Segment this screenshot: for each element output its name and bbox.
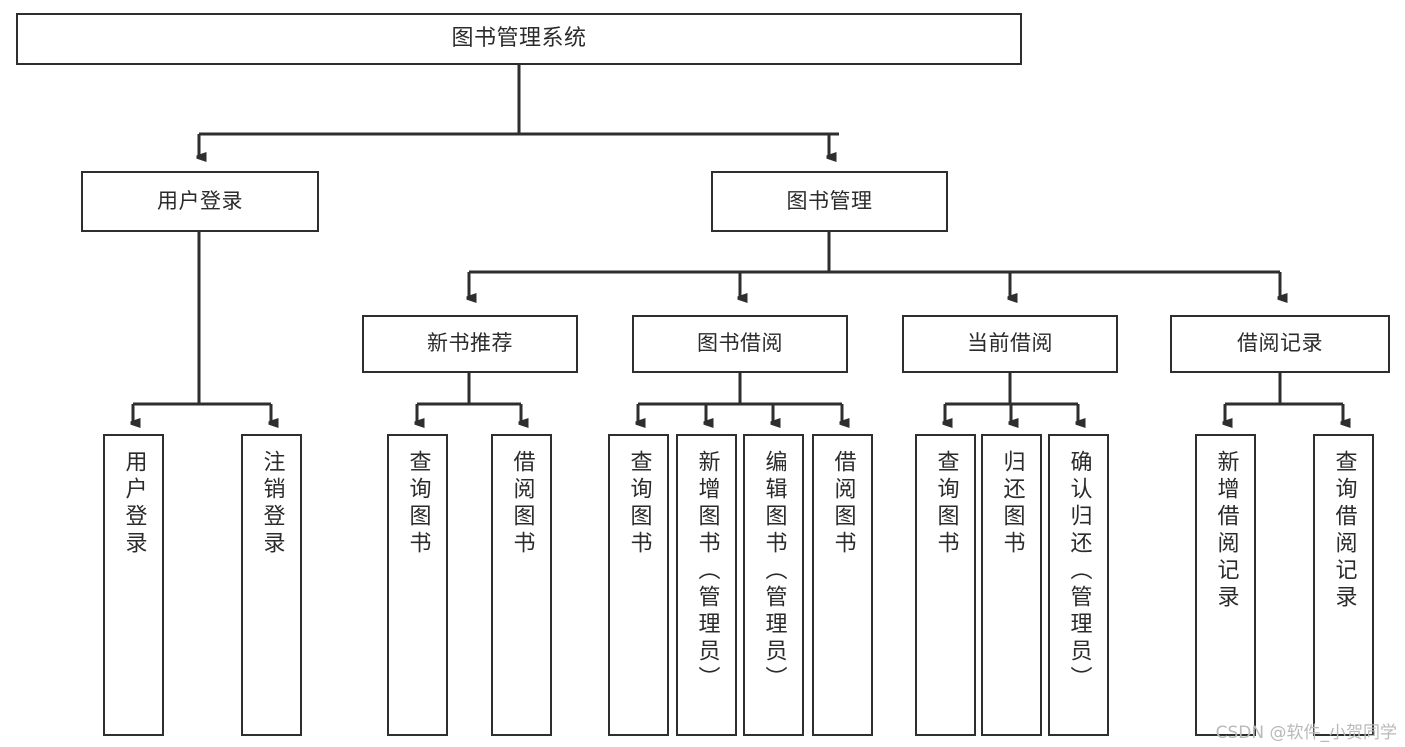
node-label: 当前借阅 bbox=[967, 331, 1053, 356]
node-label: 查询借阅记录 bbox=[1331, 450, 1357, 612]
node-label: 归还图书 bbox=[999, 450, 1025, 558]
leaf-query-book-borrow[interactable]: 查询图书 bbox=[608, 434, 669, 736]
node-label: 查询图书 bbox=[933, 450, 959, 558]
node-label: 编辑图书（管理员） bbox=[761, 450, 787, 693]
node-label: 借阅图书 bbox=[830, 450, 856, 558]
leaf-query-book-recommend[interactable]: 查询图书 bbox=[387, 434, 448, 736]
csdn-watermark: CSDN @软件_小贺同学 bbox=[1215, 723, 1397, 743]
leaf-edit-book[interactable]: 编辑图书（管理员） bbox=[743, 434, 804, 736]
node-label: 用户登录 bbox=[157, 188, 243, 213]
node-label: 图书管理系统 bbox=[451, 25, 587, 51]
node-book-management[interactable]: 图书管理 bbox=[711, 171, 948, 232]
leaf-logout-login[interactable]: 注销登录 bbox=[241, 434, 302, 736]
leaf-add-book[interactable]: 新增图书（管理员） bbox=[676, 434, 737, 736]
leaf-confirm-return[interactable]: 确认归还（管理员） bbox=[1048, 434, 1109, 736]
leaf-return-book[interactable]: 归还图书 bbox=[981, 434, 1042, 736]
node-label: 借阅记录 bbox=[1237, 331, 1323, 356]
node-label: 图书借阅 bbox=[697, 331, 783, 356]
node-book-borrow[interactable]: 图书借阅 bbox=[632, 315, 848, 373]
node-label: 新增借阅记录 bbox=[1213, 450, 1239, 612]
node-root-book-management-system[interactable]: 图书管理系统 bbox=[16, 13, 1022, 65]
leaf-borrow-book-recommend[interactable]: 借阅图书 bbox=[491, 434, 552, 736]
node-label: 图书管理 bbox=[786, 188, 873, 213]
leaf-borrow-book[interactable]: 借阅图书 bbox=[812, 434, 873, 736]
node-label: 查询图书 bbox=[405, 450, 431, 558]
leaf-add-borrow-record[interactable]: 新增借阅记录 bbox=[1195, 434, 1256, 736]
node-user-login[interactable]: 用户登录 bbox=[81, 171, 319, 232]
leaf-query-borrow-record[interactable]: 查询借阅记录 bbox=[1313, 434, 1374, 736]
leaf-query-book-current[interactable]: 查询图书 bbox=[915, 434, 976, 736]
node-label: 注销登录 bbox=[259, 450, 285, 558]
node-current-borrow[interactable]: 当前借阅 bbox=[902, 315, 1118, 373]
node-label: 借阅图书 bbox=[509, 450, 535, 558]
node-label: 新增图书（管理员） bbox=[694, 450, 720, 693]
node-label: 用户登录 bbox=[121, 450, 147, 558]
node-new-book-recommend[interactable]: 新书推荐 bbox=[362, 315, 578, 373]
node-label: 查询图书 bbox=[626, 450, 652, 558]
node-label: 确认归还（管理员） bbox=[1066, 450, 1092, 693]
leaf-user-login[interactable]: 用户登录 bbox=[103, 434, 164, 736]
node-label: 新书推荐 bbox=[427, 331, 513, 356]
node-borrow-record[interactable]: 借阅记录 bbox=[1170, 315, 1390, 373]
